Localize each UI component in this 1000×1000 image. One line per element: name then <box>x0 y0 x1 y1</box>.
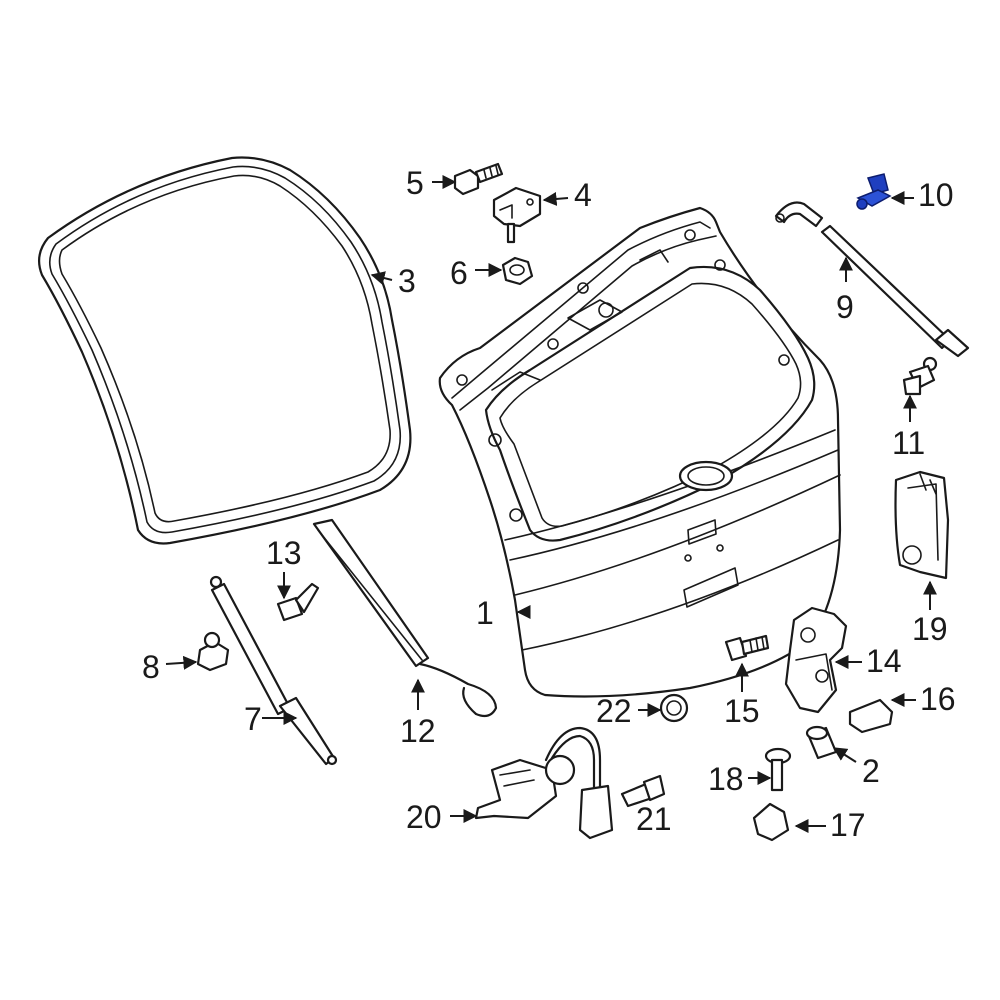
weatherstrip-seal <box>37 156 412 545</box>
callout-12: 12 <box>400 713 436 749</box>
latch-actuator <box>784 606 848 714</box>
callout-8: 8 <box>142 649 160 685</box>
ball-stud-highlighted <box>856 173 892 210</box>
callout-1: 1 <box>476 595 494 631</box>
ball-stud-body <box>867 173 889 195</box>
callout-13: 13 <box>266 535 302 571</box>
trim-cover <box>894 470 950 580</box>
callout-15: 15 <box>724 693 760 729</box>
callout-11: 11 <box>892 425 925 461</box>
callout-10: 10 <box>918 177 954 213</box>
bolt-part-21 <box>620 774 666 808</box>
connector-part-16 <box>848 698 894 734</box>
callout-5: 5 <box>406 165 424 201</box>
clip-part-17 <box>752 802 790 842</box>
callout-17: 17 <box>830 807 866 843</box>
callout-21: 21 <box>636 801 672 837</box>
callout-7: 7 <box>244 701 262 737</box>
nut-part <box>501 256 534 286</box>
leader-lines <box>165 175 937 833</box>
bolt-part-15 <box>724 634 770 662</box>
pin-part-18 <box>764 747 792 792</box>
gas-strut-upper <box>774 201 970 358</box>
ball-stud-part-8 <box>196 631 230 672</box>
trim-strip-cable <box>312 518 498 718</box>
ball-stud-part-11 <box>902 356 938 396</box>
callout-labels: 1 2 3 4 5 6 7 8 9 10 11 12 13 14 15 16 1… <box>142 165 956 843</box>
callout-4: 4 <box>574 177 592 213</box>
callout-9: 9 <box>836 289 854 325</box>
bolt-part-5 <box>453 162 504 196</box>
latch-assembly <box>474 726 614 840</box>
liftgate-panel <box>438 206 842 698</box>
callout-3: 3 <box>398 263 416 299</box>
bracket-part <box>492 186 542 244</box>
grommet-part-22 <box>659 693 689 723</box>
callout-2: 2 <box>862 753 880 789</box>
callout-20: 20 <box>406 799 442 835</box>
callout-16: 16 <box>920 681 956 717</box>
callout-6: 6 <box>450 255 468 291</box>
screw-part-13 <box>276 582 320 622</box>
callout-19: 19 <box>912 611 948 647</box>
callout-18: 18 <box>708 761 744 797</box>
bumper-part-2 <box>805 725 838 760</box>
gas-strut-lower <box>209 575 338 766</box>
callout-14: 14 <box>866 643 902 679</box>
callout-22: 22 <box>596 693 632 729</box>
